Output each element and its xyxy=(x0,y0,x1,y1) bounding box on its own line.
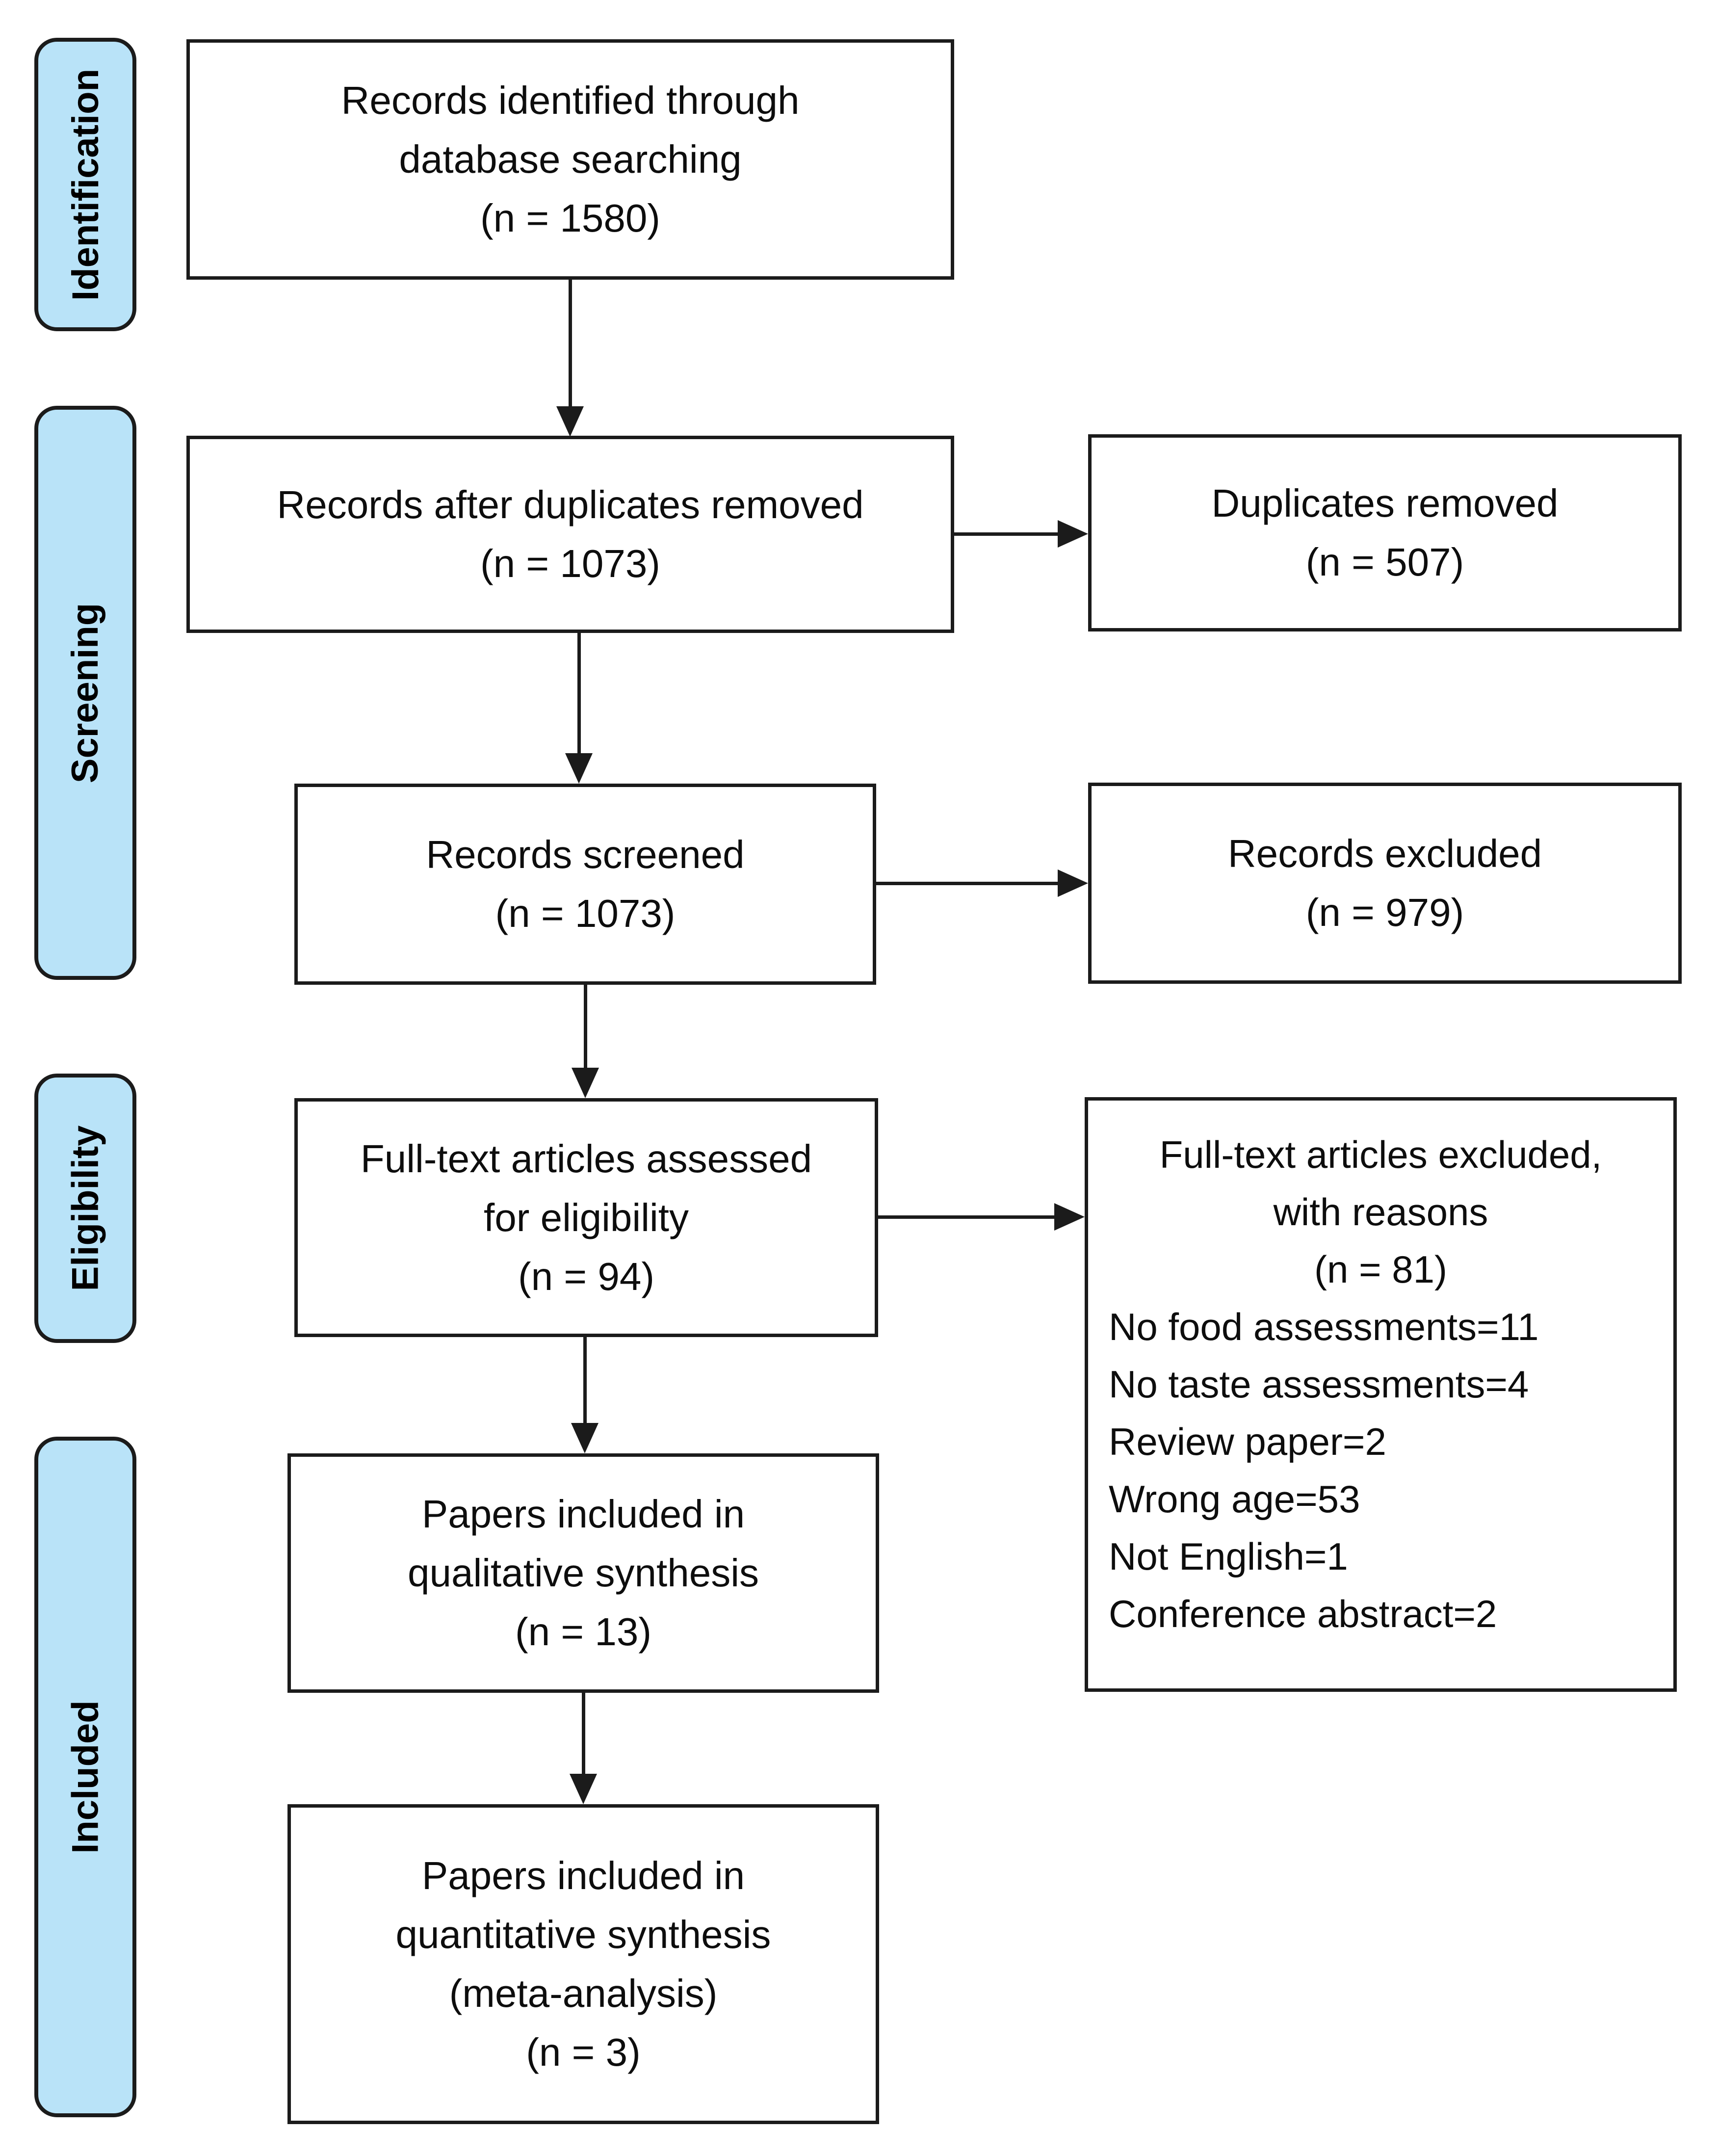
box-records-identified: Records identified through database sear… xyxy=(186,39,954,280)
box-fulltext-assessed-text: Full-text articles assessed for eligibil… xyxy=(360,1136,812,1298)
stage-eligibility: Eligibility xyxy=(34,1074,136,1343)
connector-after-duplicates-to-duplicates-removed xyxy=(952,532,1061,536)
stage-included: Included xyxy=(34,1437,136,2117)
arrowhead-after-duplicates-to-screened xyxy=(565,753,593,784)
box-fulltext-excluded-reasons: No food assessments=11 No taste assessme… xyxy=(1109,1305,1539,1635)
box-fulltext-excluded-heading: Full-text articles excluded, with reason… xyxy=(1159,1133,1602,1291)
box-duplicates-removed-text: Duplicates removed (n = 507) xyxy=(1211,481,1559,584)
arrowhead-after-duplicates-to-duplicates-removed xyxy=(1058,520,1088,548)
box-qualitative-synthesis-text: Papers included in qualitative synthesis… xyxy=(408,1492,759,1654)
connector-screened-to-fulltext xyxy=(584,983,587,1070)
connector-fulltext-to-qualitative xyxy=(583,1335,587,1425)
connector-qualitative-to-quantitative xyxy=(582,1690,585,1776)
box-fulltext-assessed: Full-text articles assessed for eligibil… xyxy=(294,1098,878,1337)
box-records-after-duplicates-text: Records after duplicates removed (n = 10… xyxy=(277,483,864,585)
box-fulltext-excluded: Full-text articles excluded, with reason… xyxy=(1085,1097,1677,1692)
stage-identification: Identification xyxy=(34,38,136,331)
stage-included-label: Included xyxy=(64,1700,106,1854)
stage-identification-label: Identification xyxy=(64,68,106,301)
box-records-screened: Records screened (n = 1073) xyxy=(294,784,876,985)
box-records-excluded-text: Records excluded (n = 979) xyxy=(1227,832,1542,934)
arrowhead-qualitative-to-quantitative xyxy=(570,1774,597,1804)
box-records-identified-text: Records identified through database sear… xyxy=(341,79,800,240)
connector-fulltext-to-fulltext-excluded xyxy=(877,1215,1057,1219)
arrowhead-screened-to-records-excluded xyxy=(1058,869,1088,897)
stage-screening-label: Screening xyxy=(64,603,106,783)
connector-screened-to-records-excluded xyxy=(874,882,1061,885)
box-quantitative-synthesis-text: Papers included in quantitative synthesi… xyxy=(395,1854,771,2074)
arrowhead-screened-to-fulltext xyxy=(572,1068,599,1098)
box-quantitative-synthesis: Papers included in quantitative synthesi… xyxy=(287,1804,879,2124)
stage-screening: Screening xyxy=(34,406,136,980)
arrowhead-fulltext-to-fulltext-excluded xyxy=(1054,1203,1085,1231)
arrowhead-identified-to-after-duplicates xyxy=(556,406,584,437)
arrowhead-fulltext-to-qualitative xyxy=(571,1423,599,1453)
box-records-excluded: Records excluded (n = 979) xyxy=(1088,783,1682,984)
box-records-screened-text: Records screened (n = 1073) xyxy=(426,833,745,935)
stage-eligibility-label: Eligibility xyxy=(64,1125,106,1291)
box-duplicates-removed: Duplicates removed (n = 507) xyxy=(1088,434,1682,631)
connector-after-duplicates-to-screened xyxy=(577,631,581,756)
box-records-after-duplicates: Records after duplicates removed (n = 10… xyxy=(186,436,954,633)
connector-identified-to-after-duplicates xyxy=(569,278,572,408)
box-qualitative-synthesis: Papers included in qualitative synthesis… xyxy=(287,1453,879,1693)
